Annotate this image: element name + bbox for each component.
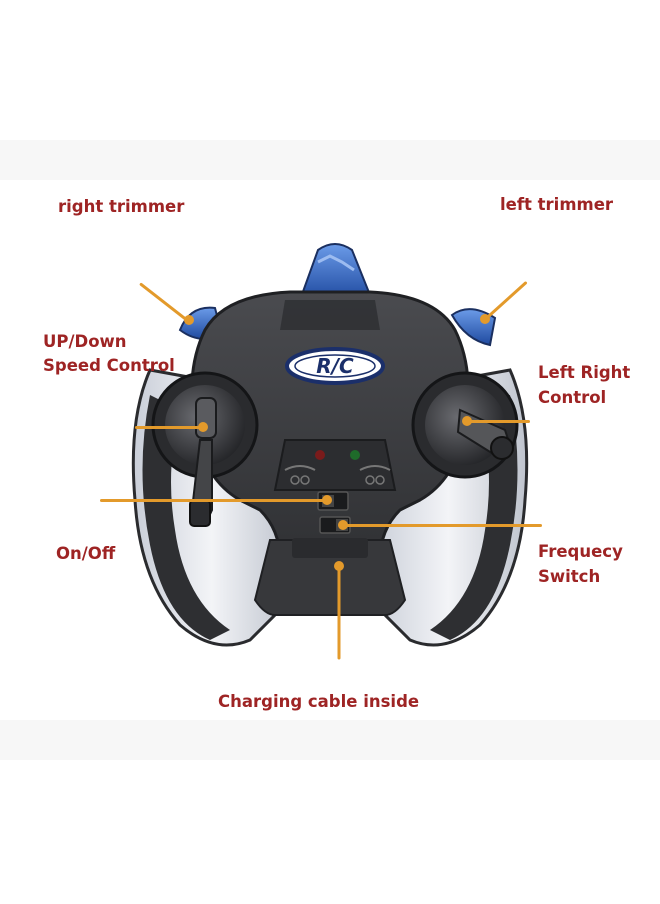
arrow-charging — [337, 567, 341, 660]
dot-left-trimmer — [480, 314, 490, 324]
label-left-right-line2: Control — [538, 388, 607, 407]
label-frequency-line2: Switch — [538, 567, 601, 586]
label-on-off: On/Off — [56, 544, 116, 563]
label-updown-line2: Speed Control — [43, 356, 175, 375]
label-charging: Charging cable inside — [218, 692, 420, 711]
dot-updown — [198, 422, 208, 432]
rc-badge-text: R/C — [316, 354, 354, 378]
rc-badge — [285, 347, 385, 385]
dot-charging — [334, 561, 344, 571]
label-updown-line1: UP/Down — [43, 332, 127, 351]
dot-left-right — [462, 416, 472, 426]
label-right-trimmer: right trimmer — [58, 197, 185, 216]
dot-frequency — [338, 520, 348, 530]
label-frequency-line1: Frequecy — [538, 542, 623, 561]
arrow-frequency — [342, 524, 542, 527]
antenna-fin — [298, 243, 374, 301]
label-left-right-line1: Left Right — [538, 363, 631, 382]
led-panel — [273, 439, 397, 491]
dot-on-off — [322, 495, 332, 505]
dot-right-trimmer — [184, 315, 194, 325]
background-blur — [0, 140, 660, 760]
arrow-updown — [135, 426, 205, 429]
arrow-left-right — [468, 420, 530, 423]
arrow-on-off — [100, 499, 330, 502]
label-left-trimmer: left trimmer — [500, 195, 614, 214]
